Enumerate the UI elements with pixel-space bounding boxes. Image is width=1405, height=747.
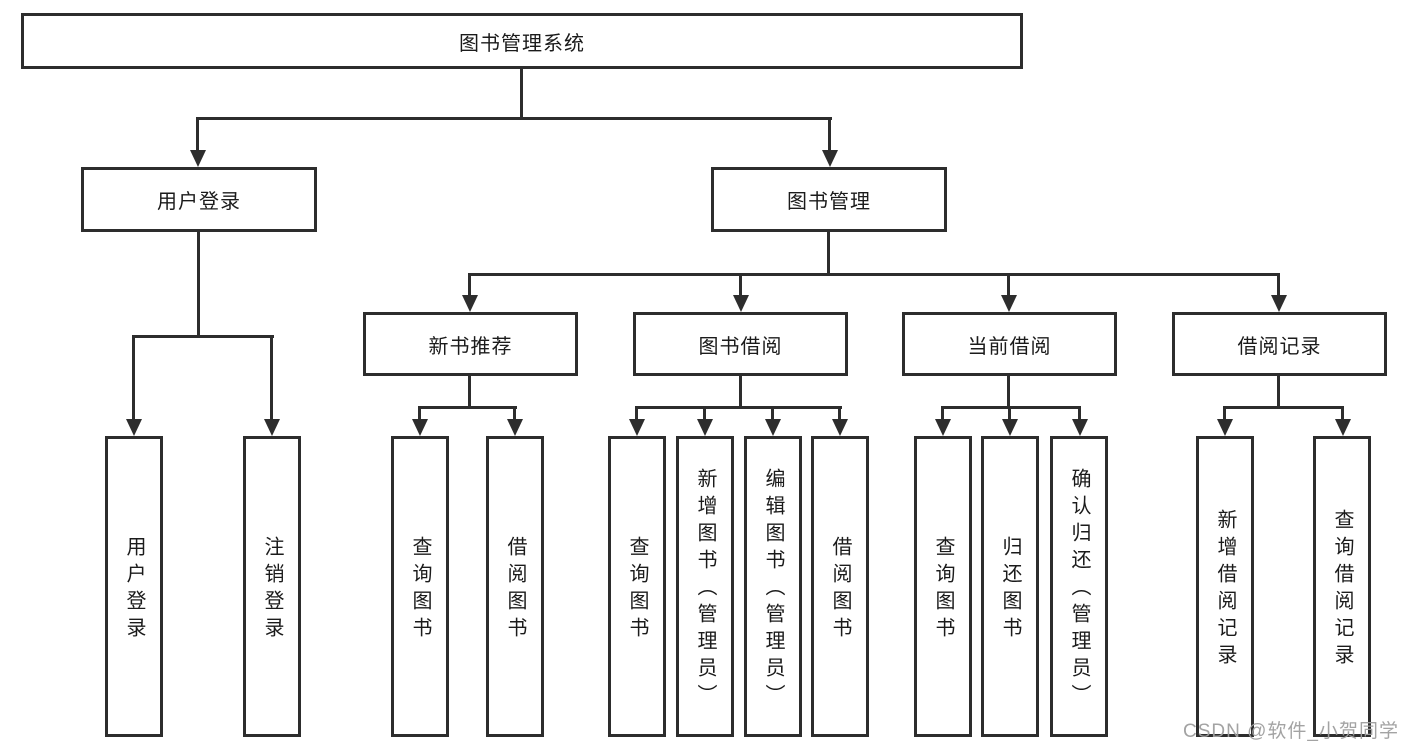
arrowhead-rc-add	[1217, 419, 1233, 436]
arrowhead-cu-confirm	[1072, 419, 1088, 436]
leaf-bw-query-books: 查询图书	[608, 436, 666, 737]
connector-drop-leaf-logout	[270, 335, 273, 419]
node-book-mgmt: 图书管理	[711, 167, 947, 232]
leaf-bw-add-books-admin-label: 新增图书（管理员）	[694, 468, 716, 711]
leaf-cu-return-books: 归还图书	[981, 436, 1039, 737]
connector-drop-current	[1007, 273, 1010, 297]
arrowhead-nb-query	[412, 419, 428, 436]
connector-drop-cu-query	[941, 406, 944, 420]
connector-book-mgmt-split-bar	[468, 273, 1280, 276]
connector-borrowing-stem	[739, 376, 742, 406]
connector-drop-bw-query	[635, 406, 638, 420]
arrowhead-book-mgmt	[822, 150, 838, 167]
node-borrowing: 图书借阅	[633, 312, 848, 376]
csdn-watermark: CSDN @软件_小贺同学	[1183, 721, 1399, 742]
arrowhead-nb-borrow	[507, 419, 523, 436]
connector-new-books-split-bar	[418, 406, 517, 409]
leaf-rc-query-record: 查询借阅记录	[1313, 436, 1371, 737]
connector-drop-rc-add	[1223, 406, 1226, 420]
connector-drop-bw-add	[703, 406, 706, 420]
leaf-cu-query-books: 查询图书	[914, 436, 972, 737]
connector-current-stem	[1007, 376, 1010, 406]
connector-user-login-split-bar	[132, 335, 274, 338]
connector-records-stem	[1277, 376, 1280, 406]
connector-book-mgmt-stem	[827, 232, 830, 273]
leaf-cu-query-books-label: 查询图书	[932, 535, 954, 644]
connector-drop-borrowing	[739, 273, 742, 297]
leaf-nb-borrow-books: 借阅图书	[486, 436, 544, 737]
leaf-bw-edit-books-admin-label: 编辑图书（管理员）	[762, 468, 784, 711]
leaf-cu-confirm-return-admin: 确认归还（管理员）	[1050, 436, 1108, 737]
node-new-books: 新书推荐	[363, 312, 578, 376]
leaf-user-login: 用户登录	[105, 436, 163, 737]
connector-drop-cu-confirm	[1078, 406, 1081, 420]
leaf-bw-query-books-label: 查询图书	[626, 535, 648, 644]
connector-current-split-bar	[941, 406, 1081, 409]
node-borrow-records-label: 借阅记录	[1237, 335, 1322, 358]
arrowhead-borrowing	[733, 295, 749, 312]
connector-drop-cu-return	[1008, 406, 1011, 420]
leaf-bw-borrow-books: 借阅图书	[811, 436, 869, 737]
connector-borrowing-split-bar	[635, 406, 842, 409]
node-borrowing-label: 图书借阅	[698, 335, 783, 358]
leaf-logout: 注销登录	[243, 436, 301, 737]
connector-drop-bw-borrow	[838, 406, 841, 420]
node-root-system: 图书管理系统	[21, 13, 1023, 69]
arrowhead-bw-borrow	[832, 419, 848, 436]
connector-new-books-stem	[468, 376, 471, 406]
arrowhead-user-login	[190, 150, 206, 167]
node-new-books-label: 新书推荐	[428, 335, 513, 358]
leaf-nb-query-books: 查询图书	[391, 436, 449, 737]
arrowhead-cu-query	[935, 419, 951, 436]
node-user-login: 用户登录	[81, 167, 317, 232]
leaf-bw-add-books-admin: 新增图书（管理员）	[676, 436, 734, 737]
node-user-login-label: 用户登录	[157, 191, 241, 213]
leaf-logout-label: 注销登录	[261, 535, 283, 644]
connector-user-login-stem	[197, 232, 200, 335]
node-book-mgmt-label: 图书管理	[787, 191, 871, 213]
connector-drop-nb-borrow	[513, 406, 516, 420]
arrowhead-bw-edit	[765, 419, 781, 436]
node-current-borrow-label: 当前借阅	[967, 335, 1052, 358]
leaf-cu-return-books-label: 归还图书	[999, 535, 1021, 644]
leaf-nb-borrow-books-label: 借阅图书	[504, 535, 526, 644]
node-root-system-label: 图书管理系统	[459, 32, 585, 55]
arrowhead-bw-query	[629, 419, 645, 436]
leaf-rc-add-record-label: 新增借阅记录	[1214, 508, 1236, 671]
leaf-rc-add-record: 新增借阅记录	[1196, 436, 1254, 737]
connector-drop-rc-query	[1341, 406, 1344, 420]
arrowhead-records	[1271, 295, 1287, 312]
arrowhead-bw-add	[697, 419, 713, 436]
connector-drop-leaf-login	[132, 335, 135, 419]
leaf-nb-query-books-label: 查询图书	[409, 535, 431, 644]
node-current-borrow: 当前借阅	[902, 312, 1117, 376]
connector-root-stem	[520, 69, 523, 118]
connector-drop-book-mgmt	[828, 117, 831, 153]
arrowhead-current	[1001, 295, 1017, 312]
connector-drop-new-books	[468, 273, 471, 297]
connector-drop-user-login	[196, 117, 199, 153]
connector-drop-nb-query	[418, 406, 421, 420]
arrowhead-rc-query	[1335, 419, 1351, 436]
arrowhead-cu-return	[1002, 419, 1018, 436]
leaf-rc-query-record-label: 查询借阅记录	[1331, 508, 1353, 671]
connector-root-split-bar	[196, 117, 832, 120]
leaf-cu-confirm-return-admin-label: 确认归还（管理员）	[1068, 468, 1090, 711]
leaf-user-login-label: 用户登录	[123, 535, 145, 644]
arrowhead-leaf-logout	[264, 419, 280, 436]
node-borrow-records: 借阅记录	[1172, 312, 1387, 376]
connector-drop-bw-edit	[771, 406, 774, 420]
arrowhead-new-books	[462, 295, 478, 312]
connector-drop-records	[1277, 273, 1280, 297]
leaf-bw-edit-books-admin: 编辑图书（管理员）	[744, 436, 802, 737]
connector-records-split-bar	[1223, 406, 1344, 409]
leaf-bw-borrow-books-label: 借阅图书	[829, 535, 851, 644]
arrowhead-leaf-login	[126, 419, 142, 436]
